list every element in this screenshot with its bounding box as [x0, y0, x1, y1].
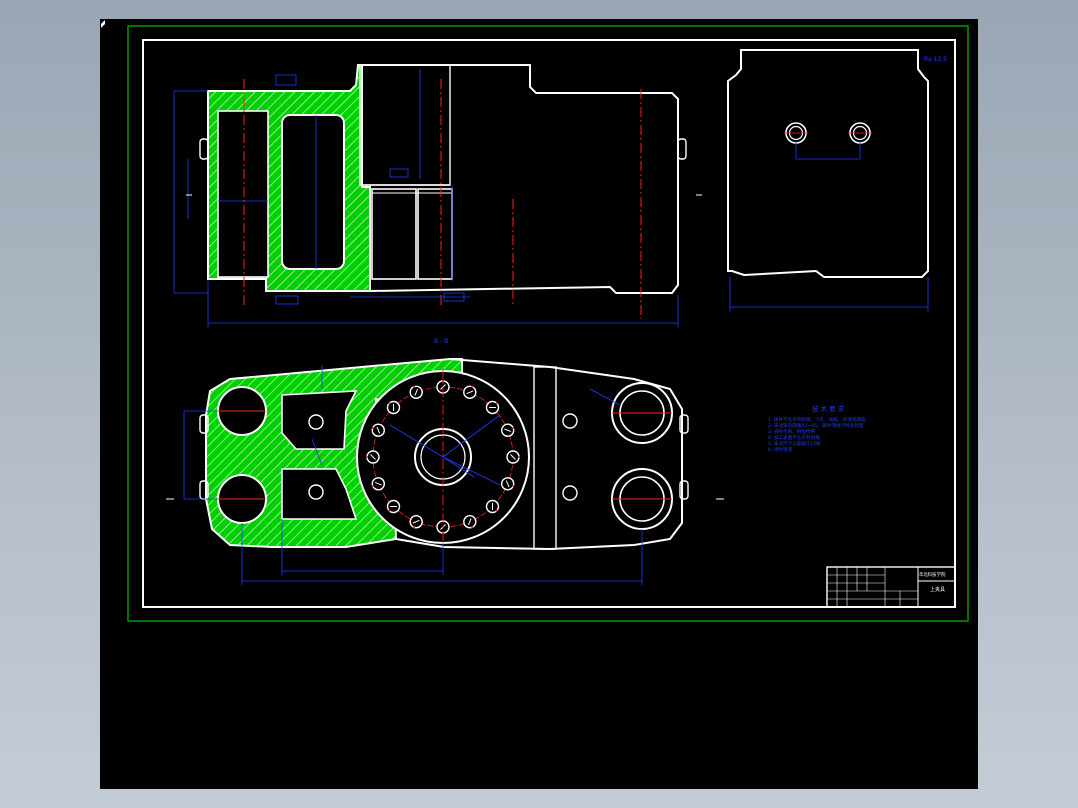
bolt-hole-slot: [370, 454, 376, 460]
bolt-hole-center-mark: [366, 456, 368, 458]
section-label: B - B: [434, 338, 448, 345]
bolt-hole-center-mark: [412, 385, 415, 388]
bolt-hole-slot: [510, 454, 516, 460]
bolt-hole-slot: [466, 390, 474, 395]
bolt-hole-slot: [504, 428, 512, 433]
bolt-hole-center-mark: [371, 485, 374, 488]
cad-viewport[interactable]: Ra 12.5 B - B: [100, 19, 978, 789]
sheet-frame: [127, 25, 969, 622]
side-view-outline: [727, 49, 929, 278]
ucs-icon: [101, 20, 105, 28]
title-block: 华北科技学院 上夹具: [826, 566, 956, 608]
bolt-hole-center-mark: [495, 402, 498, 405]
bolt-hole-center-mark: [388, 509, 391, 512]
bolt-hole-slot: [505, 480, 510, 488]
tech-requirement-2: 2. 未注铸造圆角R3~R5，铸件须进行时效处理: [768, 422, 864, 429]
bolt-hole-center-mark: [512, 426, 515, 429]
front-view: [173, 64, 687, 327]
bolt-hole-slot: [414, 388, 419, 396]
bolt-hole-center-mark: [518, 456, 520, 458]
bolt-hole-center-mark: [442, 380, 444, 382]
side-view: Ra 12.5: [727, 49, 947, 311]
bolt-circle: [366, 380, 520, 534]
drawing-border: [142, 39, 956, 608]
bolt-hole-slot: [376, 426, 381, 434]
bolt-hole-center-mark: [471, 385, 474, 388]
title-block-part-name: 上夹具: [930, 586, 945, 593]
bolt-hole-center-mark: [412, 526, 415, 529]
bolt-hole-slot: [467, 518, 472, 526]
front-view-bore: [217, 110, 269, 278]
technical-requirements: 技 术 要 求 1. 铸件不允许有砂眼、气孔、缩松、夹渣等缺陷 2. 未注铸造圆…: [768, 404, 866, 453]
front-view-box: [359, 64, 451, 186]
front-view-slot: [371, 188, 417, 280]
section-view-outline: [395, 358, 683, 551]
bolt-hole-center-mark: [388, 402, 391, 405]
tech-requirement-5: 5. 未注尺寸公差按IT12级: [768, 440, 821, 447]
tech-requirement-3: 3. 去除毛刺，锐边倒钝: [768, 428, 816, 435]
tech-requirement-4: 4. 加工表面不允许有划痕: [768, 434, 820, 441]
front-view-outline: [358, 64, 679, 294]
front-view-pocket: [281, 114, 345, 270]
tech-requirement-6: 6. 涂防锈漆: [768, 446, 793, 453]
bolt-hole-slot: [374, 481, 382, 486]
bolt-hole-center-mark: [371, 426, 374, 429]
tech-requirements-title: 技 术 要 求: [812, 404, 845, 413]
surface-roughness-note: Ra 12.5: [924, 56, 947, 63]
bolt-hole-slot: [412, 519, 420, 524]
bolt-hole-center-mark: [471, 526, 474, 529]
bolt-hole-center-mark: [512, 485, 515, 488]
title-block-school: 华北科技学院: [919, 571, 946, 578]
section-view: B - B: [166, 194, 724, 585]
bolt-hole-center-mark: [495, 509, 498, 512]
cad-drawing-canvas[interactable]: Ra 12.5 B - B: [100, 19, 978, 789]
tech-requirement-1: 1. 铸件不允许有砂眼、气孔、缩松、夹渣等缺陷: [768, 416, 866, 423]
